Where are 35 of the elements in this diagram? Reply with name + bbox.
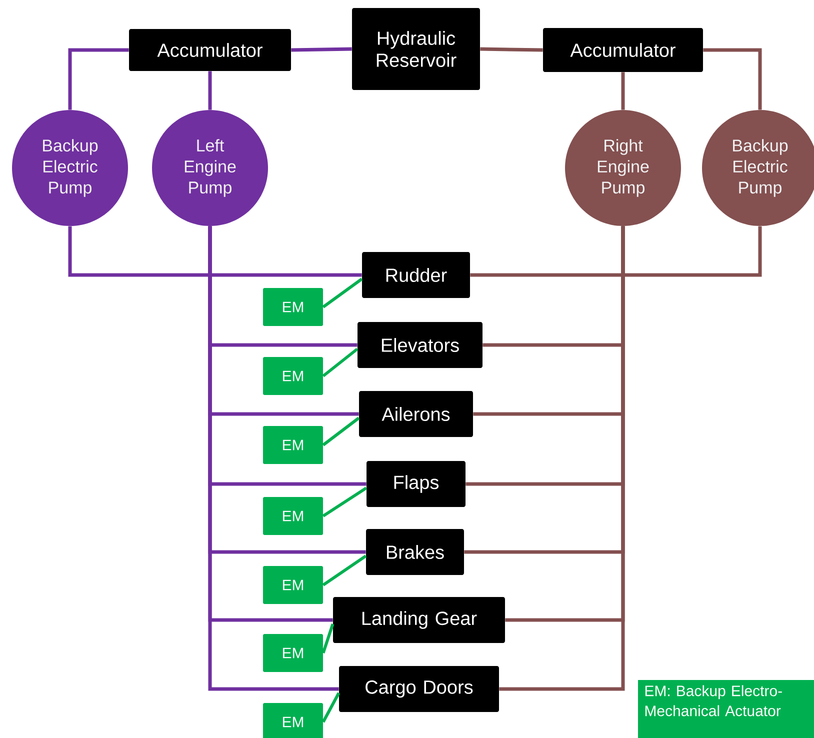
connector-line xyxy=(499,226,625,691)
em-box: EM xyxy=(263,703,323,738)
em-box: EM xyxy=(263,288,323,326)
connector-line xyxy=(621,72,625,110)
actuator-box: Brakes xyxy=(366,529,464,575)
actuator-box: Cargo Doors xyxy=(339,666,499,712)
actuator-box: Elevators xyxy=(358,322,482,368)
connector-line xyxy=(291,47,352,52)
em-box: EM xyxy=(263,634,323,672)
connector-line xyxy=(703,48,762,110)
connector-line xyxy=(322,692,340,723)
accumulator-box: Accumulator xyxy=(129,29,291,71)
connector-line xyxy=(322,416,360,446)
em-box: EM xyxy=(263,357,323,395)
em-box: EM xyxy=(263,566,323,604)
connector-line xyxy=(322,486,368,518)
em-box: EM xyxy=(263,426,323,464)
connector-line xyxy=(470,226,762,277)
connector-line xyxy=(208,71,212,110)
connector-line xyxy=(322,554,367,586)
connector-line xyxy=(68,48,129,110)
actuator-box: Ailerons xyxy=(359,391,473,437)
connector-line xyxy=(322,278,363,308)
actuator-box: Landing Gear xyxy=(333,597,505,643)
reservoir-box: Hydraulic Reservoir xyxy=(352,8,480,90)
connector-line xyxy=(322,348,358,378)
em-box: EM xyxy=(263,497,323,535)
actuator-box: Rudder xyxy=(362,252,470,298)
connector-line xyxy=(322,624,334,654)
connector-line xyxy=(208,226,339,691)
connector-line xyxy=(68,226,362,277)
actuator-box: Flaps xyxy=(366,461,466,507)
accumulator-box: Accumulator xyxy=(543,28,703,72)
connector-line xyxy=(480,47,543,52)
legend-box: EM: Backup Electro-Mechanical Actuator xyxy=(638,680,814,738)
